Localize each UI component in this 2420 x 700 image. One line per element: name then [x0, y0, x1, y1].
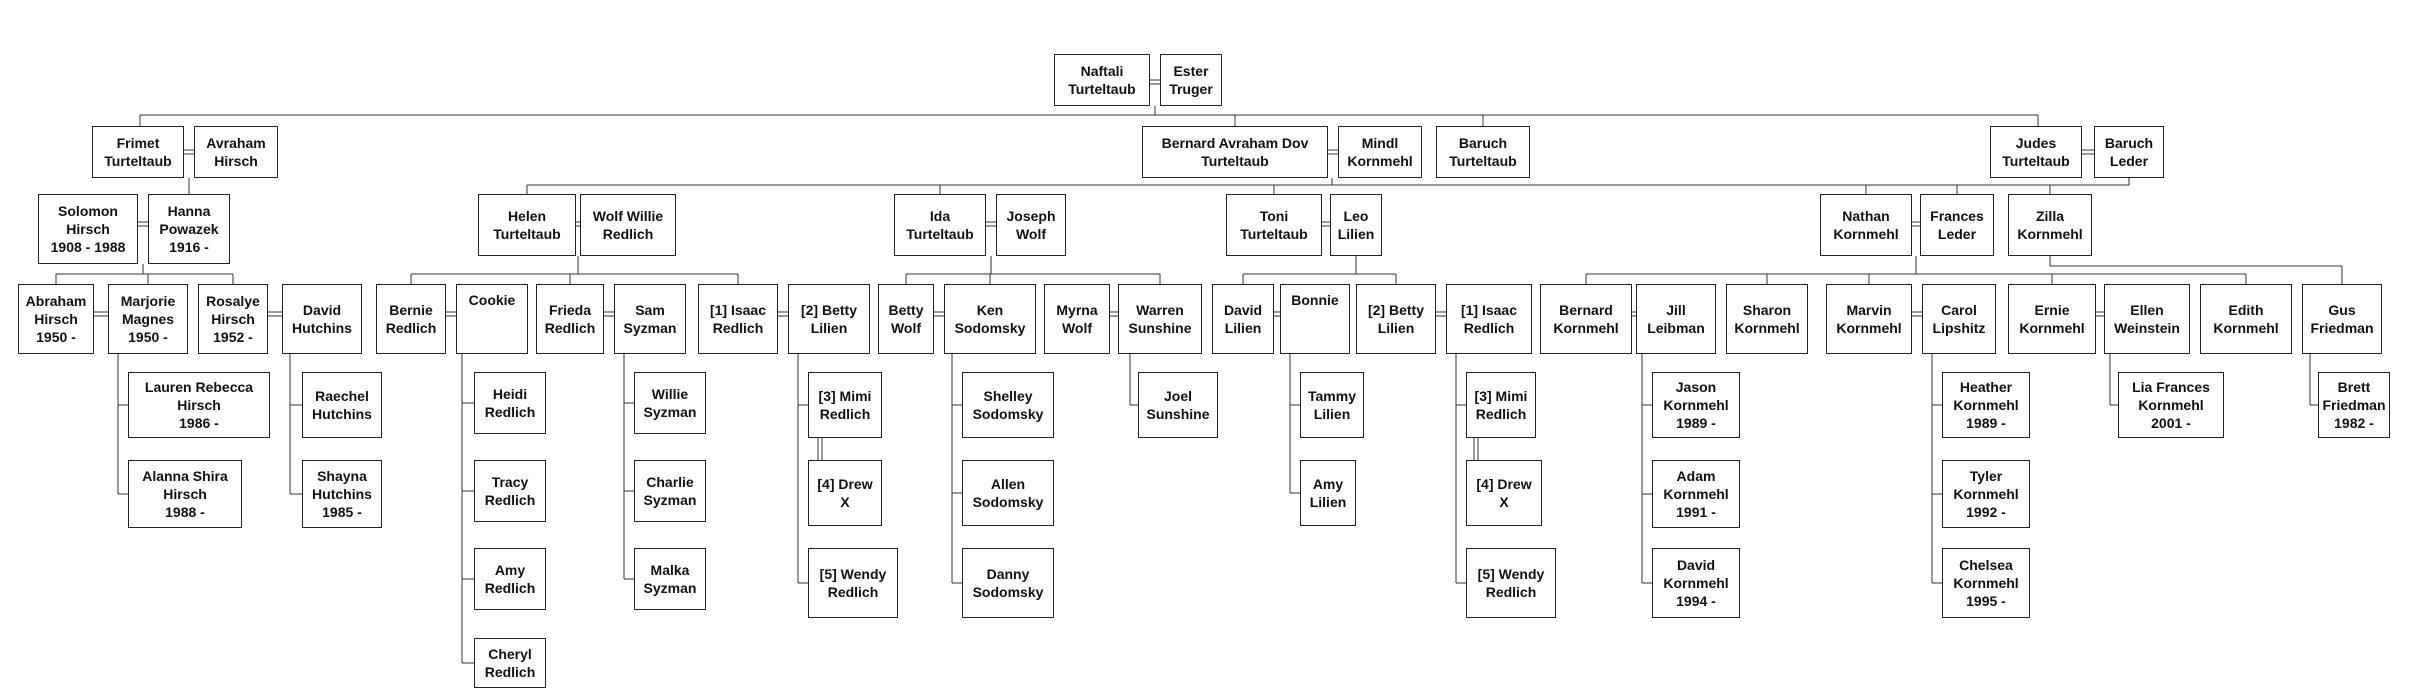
person-hanna[interactable]: Hanna Powazek 1916 - [148, 194, 230, 264]
person-myrna[interactable]: Myrna Wolf [1044, 284, 1110, 354]
person-joel[interactable]: Joel Sunshine [1138, 372, 1218, 438]
person-david-hutchins[interactable]: David Hutchins [282, 284, 362, 354]
person-allen[interactable]: Allen Sodomsky [962, 460, 1054, 526]
person-ester[interactable]: Ester Truger [1160, 54, 1222, 106]
person-ellen[interactable]: Ellen Weinstein [2104, 284, 2190, 354]
person-ken[interactable]: Ken Sodomsky [944, 284, 1036, 354]
person-abraham[interactable]: Abraham Hirsch 1950 - [18, 284, 94, 354]
person-zilla[interactable]: Zilla Kornmehl [2008, 194, 2092, 256]
person-ernie[interactable]: Ernie Kornmehl [2008, 284, 2096, 354]
person-brett[interactable]: Brett Friedman 1982 - [2318, 372, 2390, 438]
person-carol[interactable]: Carol Lipshitz [1922, 284, 1996, 354]
person-drew-4[interactable]: [4] Drew X [808, 460, 882, 526]
person-mimi-3[interactable]: [3] Mimi Redlich [808, 372, 882, 438]
person-marvin[interactable]: Marvin Kornmehl [1826, 284, 1912, 354]
person-charlie[interactable]: Charlie Syzman [634, 460, 706, 522]
person-warren[interactable]: Warren Sunshine [1118, 284, 1202, 354]
person-baruch-turteltaub[interactable]: Baruch Turteltaub [1436, 126, 1530, 178]
person-chelsea[interactable]: Chelsea Kornmehl 1995 - [1942, 548, 2030, 618]
person-danny[interactable]: Danny Sodomsky [962, 548, 1054, 618]
person-amy-lilien[interactable]: Amy Lilien [1300, 460, 1356, 526]
person-sam[interactable]: Sam Syzman [614, 284, 686, 354]
person-jason[interactable]: Jason Kornmehl 1989 - [1652, 372, 1740, 438]
person-tyler[interactable]: Tyler Kornmehl 1992 - [1942, 460, 2030, 528]
person-toni[interactable]: Toni Turteltaub [1226, 194, 1322, 256]
person-nathan[interactable]: Nathan Kornmehl [1820, 194, 1912, 256]
person-bernie[interactable]: Bernie Redlich [376, 284, 446, 354]
person-rosalye[interactable]: Rosalye Hirsch 1952 - [198, 284, 268, 354]
person-lia[interactable]: Lia Frances Kornmehl 2001 - [2118, 372, 2224, 438]
person-bernard-kornmehl[interactable]: Bernard Kornmehl [1540, 284, 1632, 354]
person-willie[interactable]: Willie Syzman [634, 372, 706, 434]
person-wendy-5[interactable]: [5] Wendy Redlich [808, 548, 898, 618]
person-helen[interactable]: Helen Turteltaub [478, 194, 576, 256]
person-solomon[interactable]: Solomon Hirsch 1908 - 1988 [38, 194, 138, 264]
person-adam[interactable]: Adam Kornmehl 1991 - [1652, 460, 1740, 528]
person-drew-4b[interactable]: [4] Drew X [1466, 460, 1542, 526]
person-betty-wolf[interactable]: Betty Wolf [878, 284, 934, 354]
person-edith[interactable]: Edith Kornmehl [2200, 284, 2292, 354]
person-amy-redlich[interactable]: Amy Redlich [474, 548, 546, 610]
person-raechel[interactable]: Raechel Hutchins [302, 372, 382, 438]
person-shelley[interactable]: Shelley Sodomsky [962, 372, 1054, 438]
person-marjorie[interactable]: Marjorie Magnes 1950 - [108, 284, 188, 354]
person-betty-2[interactable]: [2] Betty Lilien [788, 284, 870, 354]
person-leo[interactable]: Leo Lilien [1330, 194, 1382, 256]
person-isaac-1b[interactable]: [1] Isaac Redlich [1446, 284, 1532, 354]
person-wolf-willie[interactable]: Wolf Willie Redlich [580, 194, 676, 256]
person-david-lilien[interactable]: David Lilien [1212, 284, 1274, 354]
person-david-kornmehl[interactable]: David Kornmehl 1994 - [1652, 548, 1740, 618]
person-heather[interactable]: Heather Kornmehl 1989 - [1942, 372, 2030, 438]
person-alanna[interactable]: Alanna Shira Hirsch 1988 - [128, 460, 242, 528]
person-bernard[interactable]: Bernard Avraham Dov Turteltaub [1142, 126, 1328, 178]
person-shayna[interactable]: Shayna Hutchins 1985 - [302, 460, 382, 528]
person-heidi[interactable]: Heidi Redlich [474, 372, 546, 434]
person-baruch-leder[interactable]: Baruch Leder [2094, 126, 2164, 178]
person-betty-2b[interactable]: [2] Betty Lilien [1356, 284, 1436, 354]
person-jill[interactable]: Jill Leibman [1636, 284, 1716, 354]
person-judes[interactable]: Judes Turteltaub [1990, 126, 2082, 178]
person-malka[interactable]: Malka Syzman [634, 548, 706, 610]
person-avraham-hirsch[interactable]: Avraham Hirsch [194, 126, 278, 178]
person-lauren[interactable]: Lauren Rebecca Hirsch 1986 - [128, 372, 270, 438]
person-bonnie[interactable]: Bonnie [1280, 284, 1350, 354]
person-gus[interactable]: Gus Friedman [2302, 284, 2382, 354]
person-ida[interactable]: Ida Turteltaub [894, 194, 986, 256]
person-frieda[interactable]: Frieda Redlich [536, 284, 604, 354]
person-tammy[interactable]: Tammy Lilien [1300, 372, 1364, 438]
person-tracy[interactable]: Tracy Redlich [474, 460, 546, 522]
person-mindl[interactable]: Mindl Kornmehl [1338, 126, 1422, 178]
person-joseph[interactable]: Joseph Wolf [996, 194, 1066, 256]
person-naftali[interactable]: Naftali Turteltaub [1054, 54, 1150, 106]
person-wendy-5b[interactable]: [5] Wendy Redlich [1466, 548, 1556, 618]
person-frimet[interactable]: Frimet Turteltaub [92, 126, 184, 178]
person-isaac-1[interactable]: [1] Isaac Redlich [698, 284, 778, 354]
person-mimi-3b[interactable]: [3] Mimi Redlich [1466, 372, 1536, 438]
person-frances[interactable]: Frances Leder [1920, 194, 1994, 256]
person-cheryl[interactable]: Cheryl Redlich [474, 638, 546, 688]
person-sharon[interactable]: Sharon Kornmehl [1726, 284, 1808, 354]
person-cookie[interactable]: Cookie [456, 284, 528, 354]
